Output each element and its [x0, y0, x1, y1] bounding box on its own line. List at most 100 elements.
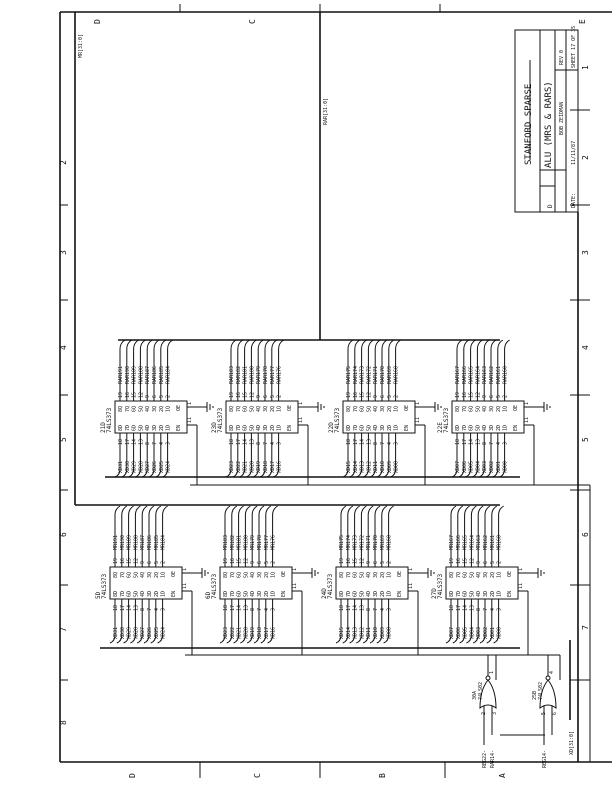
pin-number: 6	[263, 395, 269, 398]
pin-name-q: 4Q	[482, 406, 488, 412]
pin-name-q: 6Q	[243, 406, 249, 412]
pin-number: 15	[353, 558, 359, 564]
pin-name-q: 5Q	[469, 572, 475, 578]
gate-input-label: REG22-	[482, 750, 488, 768]
output-signal-label: RAR167	[455, 366, 461, 384]
pin-number: 11	[518, 583, 524, 589]
pin-name-oe: OE	[507, 571, 513, 577]
input-signal-label: XD11	[366, 627, 372, 639]
chip-part-number: 74LS373	[443, 407, 450, 433]
pin-number: 13	[366, 439, 372, 445]
pin-number: 17	[462, 439, 468, 445]
input-signal-label: XD23	[229, 461, 235, 473]
pin-number: 13	[475, 439, 481, 445]
pin-name-d: 8D	[346, 425, 352, 431]
pin-name-q: 4Q	[256, 406, 262, 412]
chip-body	[225, 400, 299, 434]
input-signal-label: XD18	[257, 627, 263, 639]
pin-number: 12	[138, 392, 144, 398]
pin-name-q: 7Q	[120, 572, 126, 578]
output-signal-label: RAR184	[166, 366, 172, 384]
chip-refdes: 5D	[95, 591, 102, 599]
pin-number: 12	[243, 558, 249, 564]
pin-name-d: 8D	[229, 425, 235, 431]
pin-name-q: 1Q	[161, 572, 167, 578]
input-signal-label: XD14	[346, 627, 352, 639]
pin-number: 6	[489, 395, 495, 398]
pin-name-d: 3D	[380, 425, 386, 431]
pin-name-d: 4D	[250, 591, 256, 597]
pin-number: 9	[476, 561, 482, 564]
pin-name-q: 1Q	[271, 572, 277, 578]
input-signal-label: XD01	[496, 461, 502, 473]
pin-name-oe: OE	[397, 571, 403, 577]
output-signal-label: MR174	[346, 535, 352, 550]
pin-number: 5	[541, 712, 547, 715]
output-signal-label: RAR185	[159, 366, 165, 384]
pin-number: 3	[271, 608, 277, 611]
pin-number: 15	[237, 558, 243, 564]
pin-number: 18	[229, 439, 235, 445]
nor-gate-icon	[479, 679, 497, 709]
pin-number: 8	[373, 442, 379, 445]
pin-name-q: 5Q	[359, 572, 365, 578]
output-signal-label: MR169	[380, 535, 386, 550]
chip-part-number: 74LS373	[217, 407, 224, 433]
input-signal-label: XD05	[463, 627, 469, 639]
pin-name-d: 2D	[380, 591, 386, 597]
pin-number: 7	[263, 442, 269, 445]
pin-name-d: 1D	[387, 591, 393, 597]
pin-number: 2	[161, 561, 167, 564]
pin-name-d: 3D	[489, 425, 495, 431]
pin-name-d: 2D	[270, 425, 276, 431]
zone-number-right: 3	[581, 250, 590, 255]
zone-letter-bottom: B	[378, 773, 387, 778]
pin-number: 16	[353, 392, 359, 398]
input-signal-label: XD01	[490, 627, 496, 639]
pin-name-q: 8Q	[223, 572, 229, 578]
output-signal-label: RAR170	[380, 366, 386, 384]
pin-number: 17	[230, 605, 236, 611]
pin-number: 14	[463, 605, 469, 611]
zone-number-left: 4	[59, 345, 68, 350]
output-signal-label: MR180	[243, 535, 249, 550]
output-signal-label: RAR173	[360, 366, 366, 384]
pin-name-d: 1D	[503, 425, 509, 431]
chip-part-number: 74LS373	[101, 573, 108, 599]
pin-name-en: EN	[513, 425, 519, 431]
output-signal-label: RAR177	[270, 366, 276, 384]
input-signal-label: XD15	[346, 461, 352, 473]
output-signal-label: MR179	[250, 535, 256, 550]
pin-number: 1	[187, 402, 193, 405]
output-signal-label: RAR172	[366, 366, 372, 384]
pin-number: 6	[152, 395, 158, 398]
input-signal-label: XD12	[359, 627, 365, 639]
zone-letter-top: C	[248, 19, 257, 24]
zone-number-right: 2	[581, 155, 590, 160]
pin-name-d: 6D	[360, 425, 366, 431]
pin-name-d: 3D	[373, 591, 379, 597]
ground-icon	[427, 568, 435, 578]
input-signal-label: XD00	[497, 627, 503, 639]
pin-name-q: 2Q	[270, 406, 276, 412]
pin-name-d: 6D	[237, 591, 243, 597]
zone-number-right: 1	[581, 65, 590, 70]
input-signal-label: XD11	[373, 461, 379, 473]
pin-number: 3	[277, 442, 283, 445]
output-signal-label: RAR175	[346, 366, 352, 384]
output-signal-label: MR161	[490, 535, 496, 550]
pin-name-d: 5D	[366, 425, 372, 431]
zone-number-left: 6	[59, 532, 68, 537]
date: 11/11/87	[571, 141, 577, 165]
sheet-size: D	[547, 204, 554, 208]
pin-number: 7	[147, 608, 153, 611]
pin-name-d: 7D	[125, 425, 131, 431]
pin-name-oe: OE	[171, 571, 177, 577]
input-signal-label: XD04	[475, 461, 481, 473]
output-signal-label: RAR178	[263, 366, 269, 384]
output-signal-label: MR178	[257, 535, 263, 550]
pin-name-q: 4Q	[250, 572, 256, 578]
pin-name-d: 4D	[256, 425, 262, 431]
